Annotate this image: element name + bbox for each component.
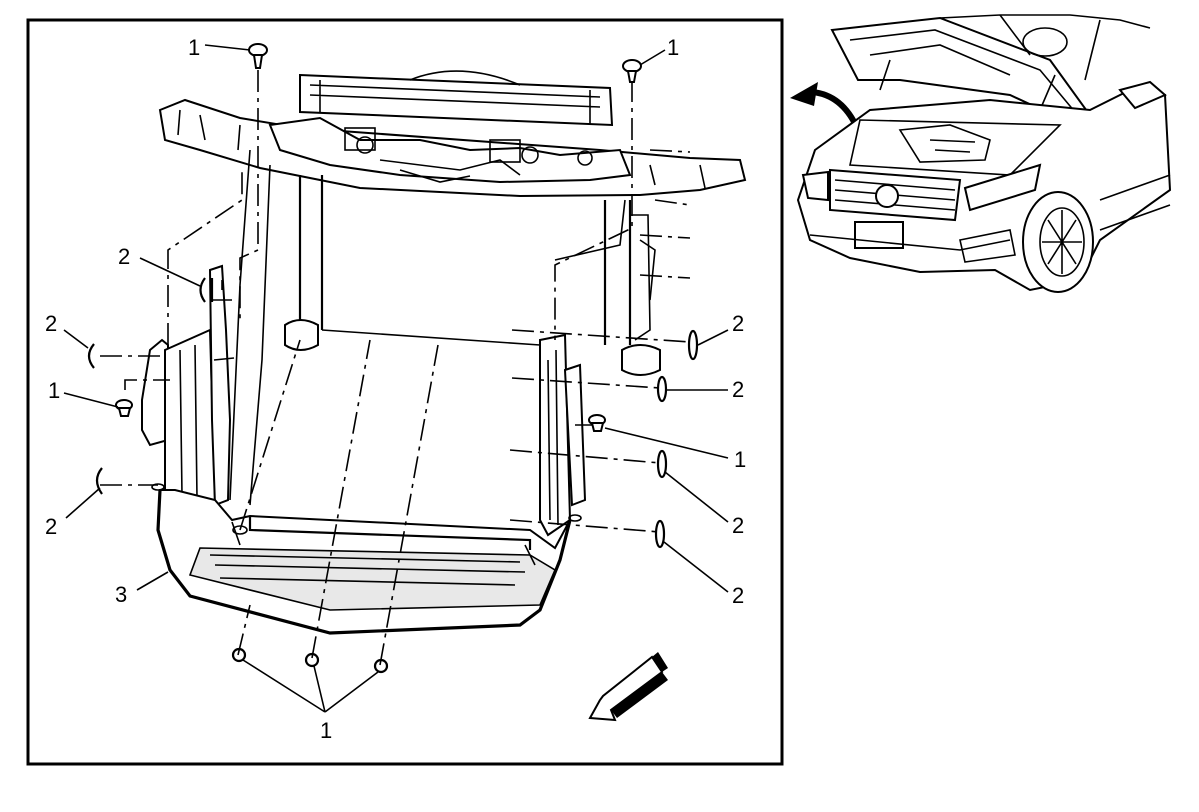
alignment-lines — [100, 70, 691, 666]
diagram-frame — [26, 18, 784, 766]
callout-2-left-mid: 2 — [45, 311, 57, 336]
callout-1-left: 1 — [48, 378, 60, 403]
radiator-support — [158, 70, 747, 198]
callout-1-bottom: 1 — [320, 718, 332, 743]
push-pin-retainer-left — [115, 399, 133, 417]
clip-nut-right-1 — [687, 329, 699, 361]
right-side-deflector — [539, 333, 587, 537]
callout-1-top-right: 1 — [667, 35, 679, 60]
front-direction-arrow-icon — [588, 652, 668, 722]
clip-nut-left-mid — [87, 343, 95, 369]
callout-1-right: 1 — [734, 447, 746, 472]
clip-nut-upper-left — [199, 277, 214, 303]
callout-2-right-3: 2 — [732, 513, 744, 538]
leader-lines — [63, 44, 729, 713]
callout-2-right-1: 2 — [732, 311, 744, 336]
radiator-support-posts — [284, 175, 661, 376]
push-pin-retainer-bottom — [231, 647, 389, 674]
push-pin-retainer-top-left — [248, 43, 268, 69]
clip-nut-right-4 — [654, 519, 666, 549]
clip-nut-right-2 — [656, 375, 668, 403]
callout-2-right-2: 2 — [732, 377, 744, 402]
callout-2-upper-left: 2 — [118, 244, 130, 269]
callout-2-right-4: 2 — [732, 583, 744, 608]
callout-3-shield: 3 — [115, 582, 127, 607]
clip-nut-right-3 — [656, 449, 668, 479]
vehicle-inset — [790, 14, 1172, 293]
left-side-deflector — [141, 264, 235, 507]
callout-2-left-low: 2 — [45, 514, 57, 539]
lower-underbody-shield — [151, 483, 582, 635]
push-pin-retainer-top-right — [622, 59, 642, 83]
callout-1-top-left: 1 — [188, 35, 200, 60]
clip-nut-left-low — [95, 467, 103, 495]
push-pin-retainer-right — [588, 414, 606, 432]
